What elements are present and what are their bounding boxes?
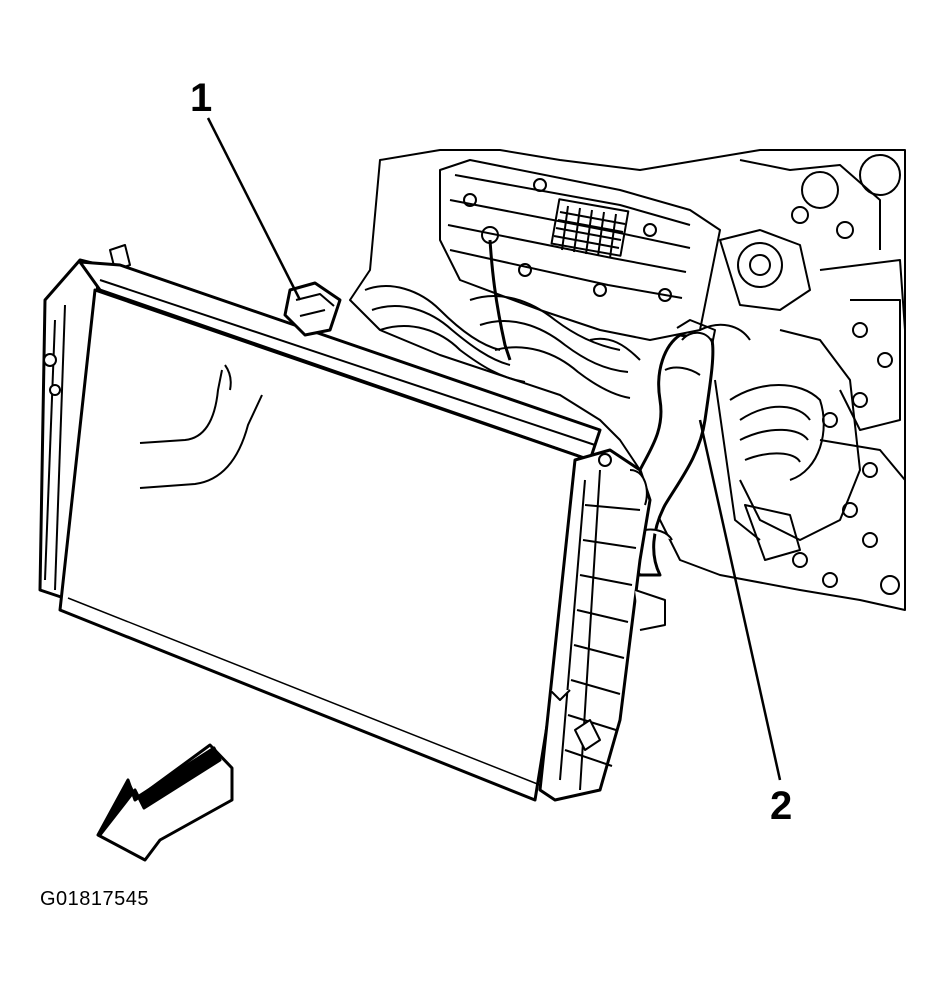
- ground-strap: [488, 239, 512, 361]
- coil-pack-grille: [550, 198, 630, 259]
- engine-accessories: [699, 154, 906, 600]
- callout-number-1: 1: [190, 76, 213, 120]
- engine-assembly: [349, 149, 906, 611]
- front-direction-arrow-icon: [96, 743, 234, 862]
- leader-line-2: [698, 419, 782, 781]
- intake-manifold: [364, 285, 641, 399]
- leader-lines: [206, 117, 782, 781]
- right-side-tank: [538, 448, 666, 802]
- hand-guide-sketch: [139, 364, 263, 489]
- radiator: [38, 244, 666, 802]
- callout-number-2: 2: [770, 784, 793, 828]
- leader-line-1: [206, 117, 302, 301]
- figure-id-label: G01817545: [40, 888, 150, 910]
